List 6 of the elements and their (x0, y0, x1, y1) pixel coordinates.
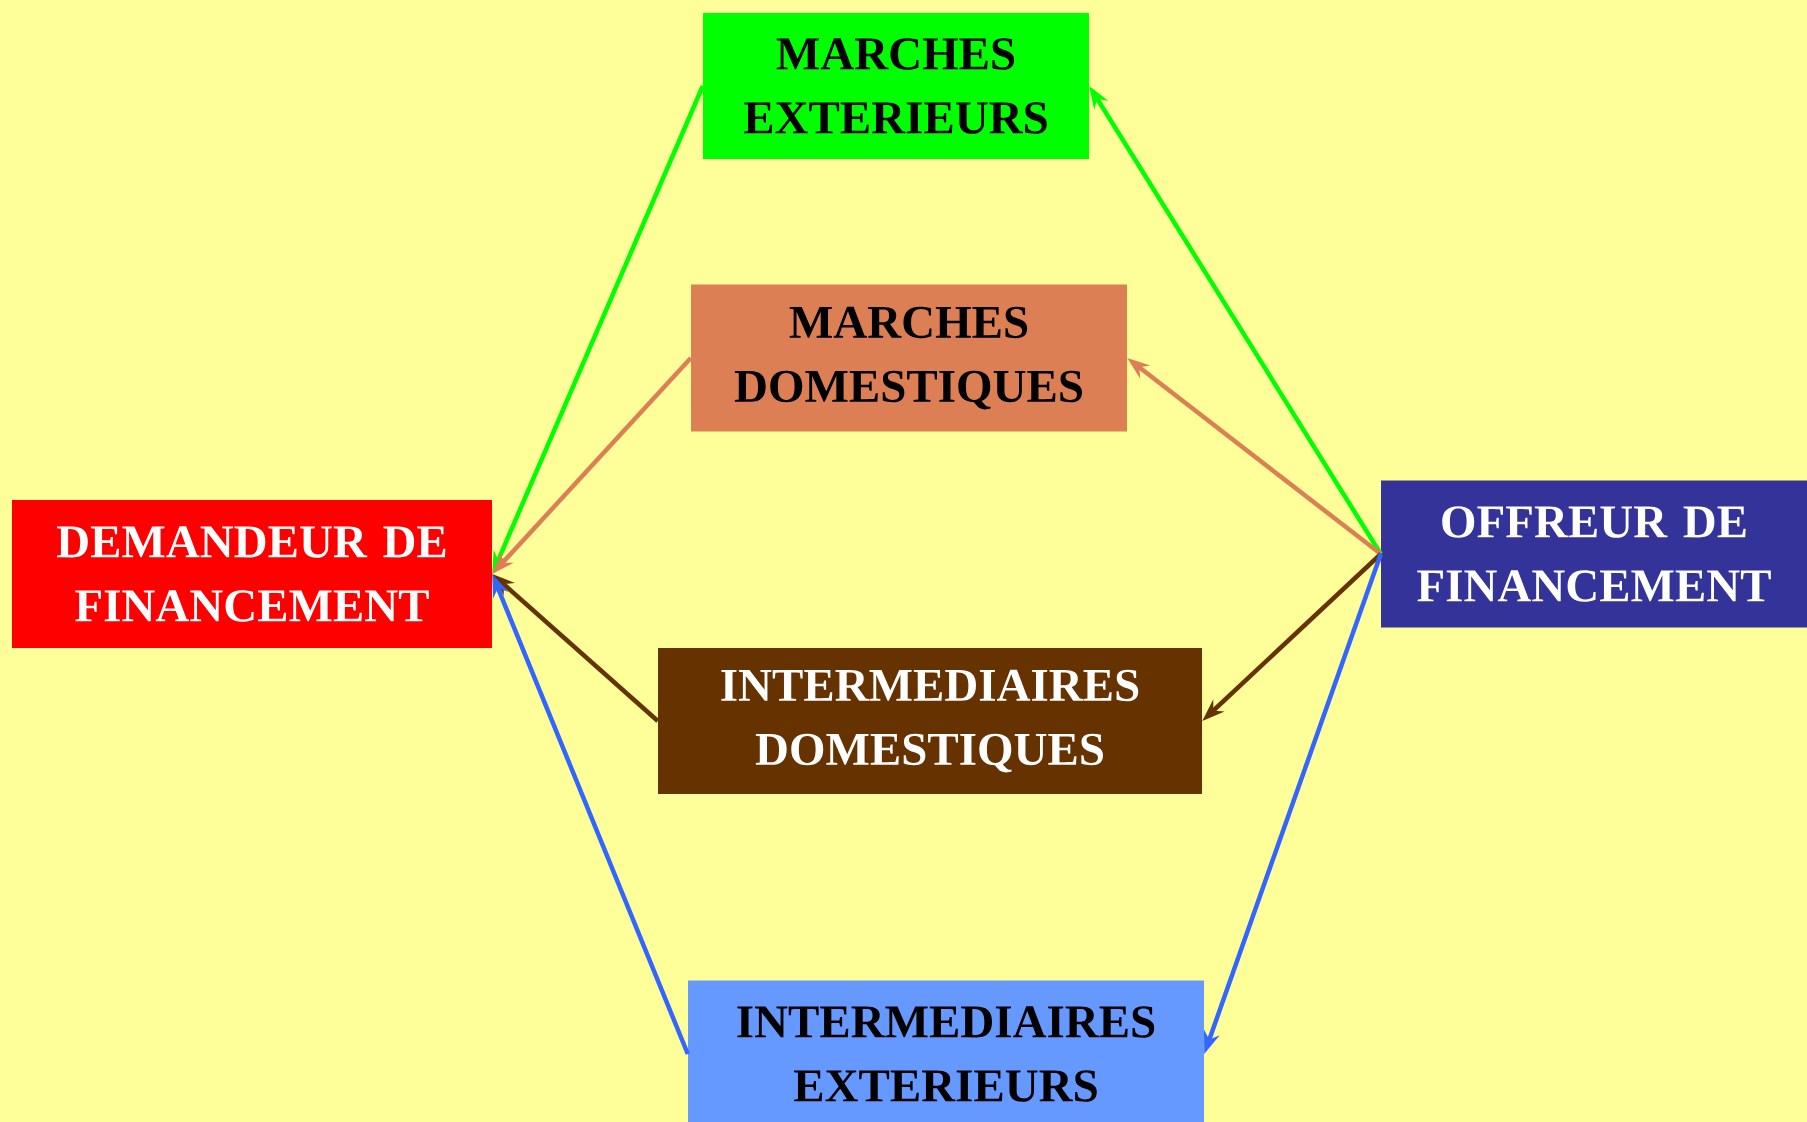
label-box: INTERMEDIAIRES EXTERIEURS (688, 980, 1204, 1122)
label-box: MARCHES EXTERIEURS (703, 13, 1089, 159)
label-box: OFFREUR DE FINANCEMENT (1381, 480, 1807, 628)
label-box: DEMANDEUR DE FINANCEMENT (12, 500, 492, 648)
label-box: INTERMEDIAIRES DOMESTIQUES (658, 648, 1202, 794)
label-box: MARCHES DOMESTIQUES (691, 284, 1127, 432)
